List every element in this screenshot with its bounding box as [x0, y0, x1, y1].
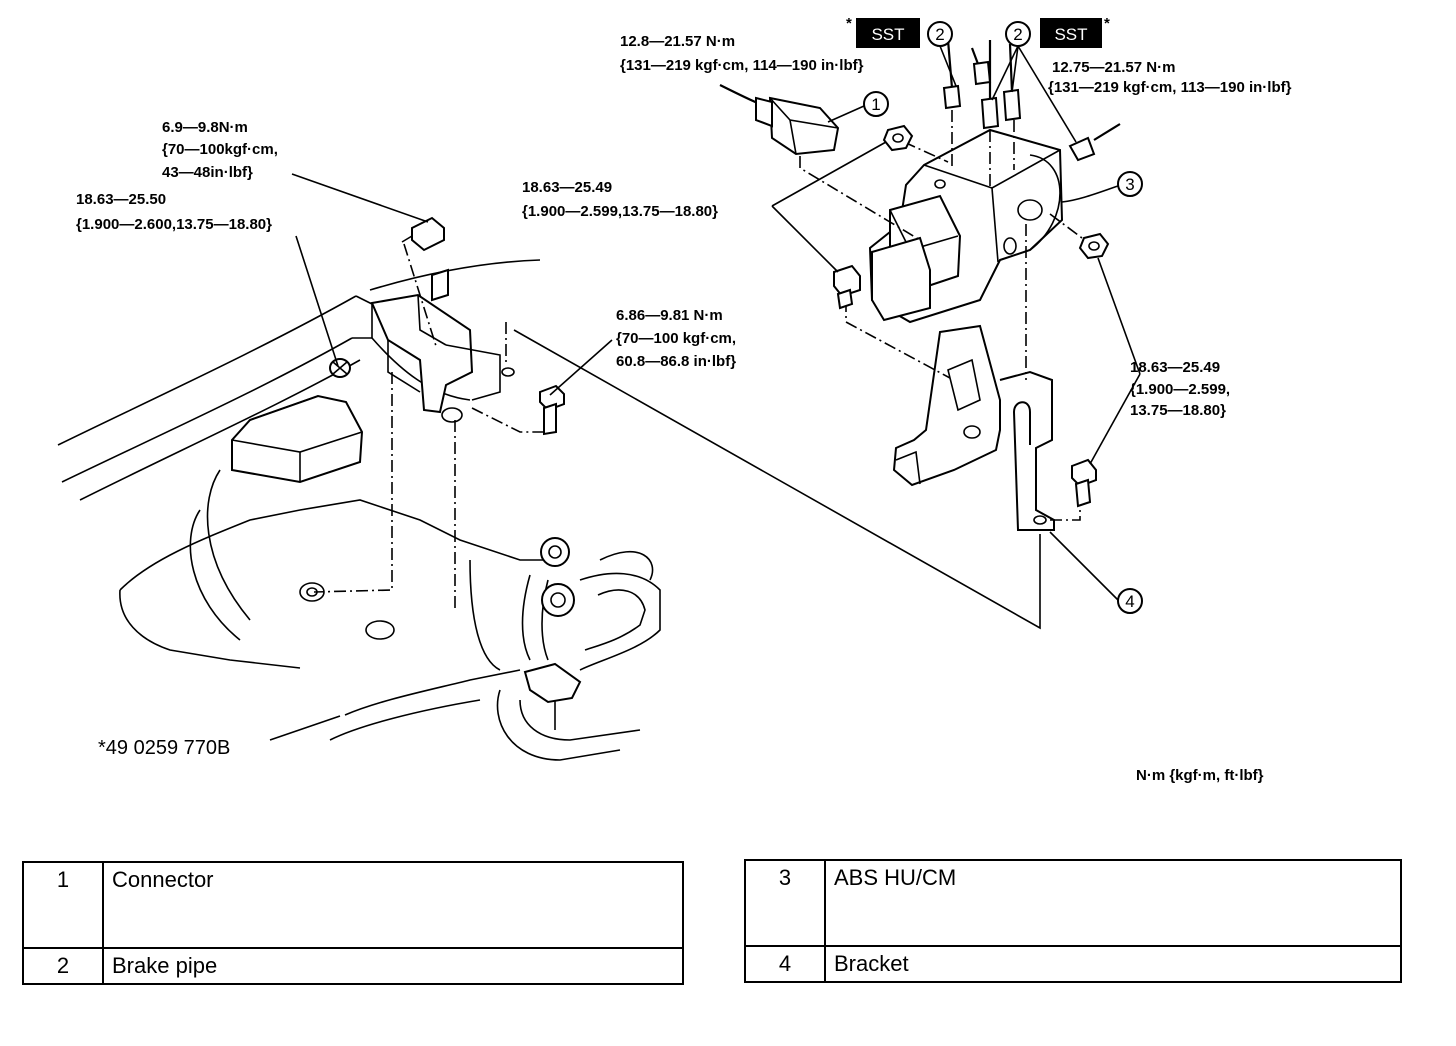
legend-table-left: 1 Connector 2 Brake pipe: [22, 861, 684, 985]
torque-bracket-lower-bolt: 6.86—9.81 N·m {70—100 kgf·cm, 60.8—86.8 …: [616, 307, 736, 370]
torque-line: 6.9—9.8N·m: [162, 119, 248, 136]
special-tool-note: *49 0259 770B: [98, 737, 230, 759]
torque-line: 18.63—25.49: [522, 179, 612, 196]
engine-bay-illustration: [57, 259, 661, 761]
fasteners-hu: [833, 124, 1110, 508]
callout-1-label: 1: [871, 95, 880, 114]
legend-row: 1 Connector: [22, 861, 684, 949]
torque-hu-right-nut: 18.63—25.49 {1.900—2.599, 13.75—18.80}: [1130, 359, 1230, 419]
abs-hu-cm-unit: [868, 128, 1064, 324]
sst-label-right: SST: [1054, 25, 1087, 44]
torque-line: 18.63—25.50: [76, 191, 166, 208]
callout-2-right: 2: [1005, 21, 1031, 47]
legend-row: 2 Brake pipe: [22, 947, 684, 985]
legend-name: ABS HU/CM: [824, 859, 1402, 947]
legend-number: 1: [22, 861, 104, 949]
torque-line: {131—219 kgf·cm, 113—190 in·lbf}: [1048, 79, 1292, 96]
sst-badge-left: * SST: [846, 15, 920, 48]
torque-line: {1.900—2.599,: [1130, 381, 1230, 398]
torque-line: 12.75—21.57 N·m: [1052, 59, 1175, 76]
torque-line: 13.75—18.80}: [1130, 402, 1226, 419]
legend-row: 4 Bracket: [744, 945, 1402, 983]
brake-pipe-fittings: [942, 39, 1121, 162]
torque-line: 18.63—25.49: [1130, 359, 1220, 376]
torque-pipe-left: 12.8—21.57 N·m {131—219 kgf·cm, 114—190 …: [620, 33, 864, 74]
legend-name: Bracket: [824, 945, 1402, 983]
callout-4-label: 4: [1125, 592, 1134, 611]
callout-3: 3: [1117, 171, 1143, 197]
legend-table-right: 3 ABS HU/CM 4 Bracket: [744, 859, 1402, 983]
callout-2-left: 2: [927, 21, 953, 47]
legend-name: Connector: [102, 861, 684, 949]
sst-label-left: SST: [871, 25, 904, 44]
torque-hu-left-bolt: 18.63—25.49 {1.900—2.599,13.75—18.80}: [522, 179, 718, 220]
sst-marker-left: *: [846, 15, 852, 32]
torque-line: 6.86—9.81 N·m: [616, 307, 723, 324]
torque-line: {1.900—2.600,13.75—18.80}: [76, 216, 272, 233]
unit-note: N·m {kgf·m, ft·lbf}: [1136, 767, 1264, 784]
torque-pipe-right: 12.75—21.57 N·m {131—219 kgf·cm, 113—190…: [1048, 59, 1292, 96]
callout-2-left-label: 2: [935, 25, 944, 44]
torque-line: {1.900—2.599,13.75—18.80}: [522, 203, 718, 220]
torque-line: 60.8—86.8 in·lbf}: [616, 353, 736, 370]
connector-part: [719, 84, 840, 156]
sst-badge-right: SST *: [1040, 15, 1110, 48]
callout-4: 4: [1117, 588, 1143, 614]
torque-line: {70—100 kgf·cm,: [616, 330, 736, 347]
torque-line: {131—219 kgf·cm, 114—190 in·lbf}: [620, 57, 864, 74]
mounting-bracket-lower: [329, 216, 515, 423]
torque-line: 12.8—21.57 N·m: [620, 33, 735, 50]
callout-3-label: 3: [1125, 175, 1134, 194]
legend-row: 3 ABS HU/CM: [744, 859, 1402, 947]
callout-2-right-label: 2: [1013, 25, 1022, 44]
torque-bracket-side-nut: 18.63—25.50 {1.900—2.600,13.75—18.80}: [76, 191, 272, 233]
legend-number: 2: [22, 947, 104, 985]
mounting-bracket-hu: [892, 324, 1055, 531]
legend-number: 3: [744, 859, 826, 947]
callout-1: 1: [863, 91, 889, 117]
torque-bracket-top-bolt: 6.9—9.8N·m {70—100kgf·cm, 43—48in·lbf}: [162, 119, 278, 181]
torque-line: {70—100kgf·cm,: [162, 141, 278, 158]
torque-line: 43—48in·lbf}: [162, 164, 253, 181]
legend-number: 4: [744, 945, 826, 983]
legend-name: Brake pipe: [102, 947, 684, 985]
bolt-bracket-lower: [539, 384, 565, 436]
sst-marker-right: *: [1104, 15, 1110, 32]
